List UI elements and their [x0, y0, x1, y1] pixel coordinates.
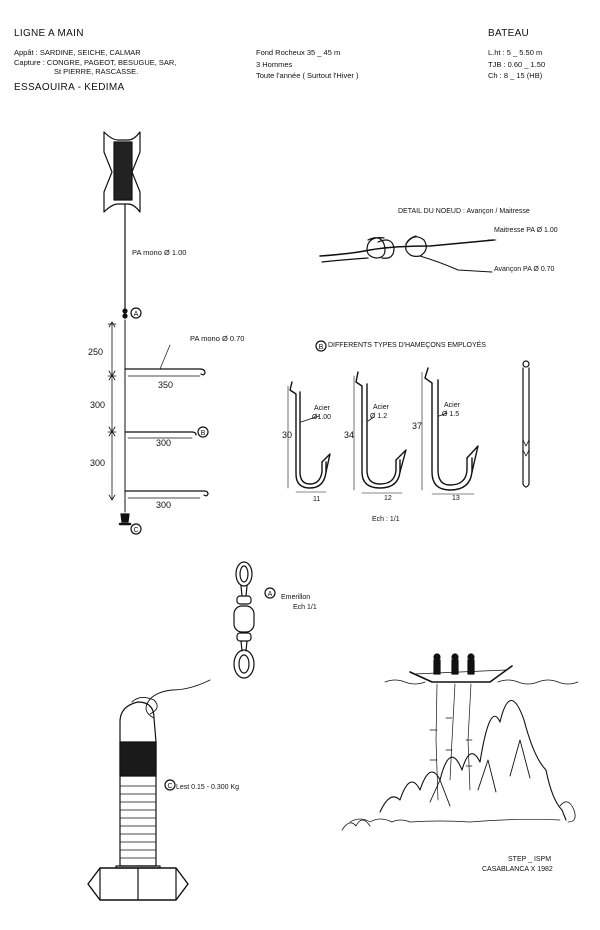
marker-a-icon: A [130, 307, 142, 319]
swivel-marker-letter: A [268, 591, 273, 598]
hook-3-height: 37 [412, 421, 423, 431]
marker-c-letter: C [133, 527, 138, 534]
boat-tonnage: TJB : 0.60 _ 1.50 [488, 60, 546, 69]
swivel-name: Emerillon [281, 594, 311, 601]
knot-detail [319, 235, 497, 273]
sinker-label: Lest 0.15 - 0.300 Kg [176, 784, 240, 791]
hook-2-icon [353, 371, 407, 494]
hand-reel [103, 131, 141, 213]
snood-length-350: 350 [158, 380, 174, 390]
snoods [124, 344, 209, 499]
crew-text: 3 Hommes [256, 60, 293, 69]
knot-mainline-label: Maitresse PA Ø 1.00 [494, 227, 558, 234]
hook-1-width: 11 [313, 496, 321, 503]
mainline-label: PA mono Ø 1.00 [132, 248, 187, 257]
bottom-type-text: Fond Rocheux 35 _ 45 m [256, 48, 341, 57]
knot-snood-label: Avançon PA Ø 0.70 [494, 266, 555, 273]
marker-a-letter: A [134, 311, 139, 318]
branchline-label: PA mono Ø 0.70 [190, 334, 245, 343]
dim-300-upper: 300 [90, 400, 106, 410]
dim-250: 250 [88, 347, 104, 357]
hook-1-diameter: Ø1.00 [312, 414, 332, 421]
hook-2-material: Acier [373, 404, 389, 411]
hook-3-diameter: Ø 1.5 [442, 411, 460, 418]
marker-b-letter: B [201, 430, 206, 437]
hook-side-view-icon [522, 360, 530, 488]
sinker-marker-letter: C [167, 783, 172, 790]
boat-horsepower: Ch : 8 _ 15 (HB) [488, 71, 543, 80]
hooks-title: DIFFERENTS TYPES D'HAMEÇONS EMPLOYÉS [328, 342, 486, 349]
dimension-line [107, 321, 117, 501]
swivel-icon: A [233, 561, 276, 679]
catch-text-1: Capture : CONGRE, PAGEOT, BESUGUE, SAR, [14, 58, 177, 67]
boat-length: L.ht : 5 _ 5.50 m [488, 48, 543, 57]
hooks-title-marker-icon: B [315, 340, 327, 352]
boat-title: BATEAU [488, 28, 530, 39]
hook-3-width: 13 [452, 495, 460, 502]
snood-length-300-b: 300 [156, 500, 172, 510]
hooks-marker-letter: B [319, 344, 324, 351]
hook-1-material: Acier [314, 405, 330, 412]
marker-b-icon: B [197, 426, 209, 438]
swivel-scale: Ech 1/1 [293, 604, 317, 611]
hook-1-icon [287, 381, 331, 493]
snood-length-300-a: 300 [156, 438, 172, 448]
hook-3-material: Acier [444, 402, 460, 409]
hook-1-height: 30 [282, 430, 293, 440]
bait-text: Appât : SARDINE, SEICHE, CALMAR [14, 48, 141, 57]
catch-text-2: St PIERRE, RASCASSE. [54, 67, 139, 76]
knot-title: DETAIL DU NOEUD : Avançon / Maitresse [398, 208, 530, 215]
credit-line-1: STEP _ ISPM [508, 856, 552, 863]
marker-c-icon: C [130, 523, 142, 535]
location-text: ESSAOUIRA - KEDIMA [14, 82, 125, 93]
dim-300-lower: 300 [90, 458, 106, 468]
hook-2-diameter: Ø 1.2 [370, 413, 388, 420]
main-line [118, 203, 132, 526]
hook-2-width: 12 [384, 495, 392, 502]
hooks-scale: Ech : 1/1 [372, 516, 400, 523]
season-text: Toute l'année ( Surtout l'Hiver ) [256, 71, 359, 80]
hook-3-icon [421, 367, 479, 495]
sinker-icon: C [87, 679, 211, 901]
hook-2-height: 34 [344, 430, 355, 440]
page-title: LIGNE A MAIN [14, 28, 84, 39]
credit-line-2: CASABLANCA X 1982 [482, 866, 553, 873]
boat-scene-icon [341, 653, 579, 831]
